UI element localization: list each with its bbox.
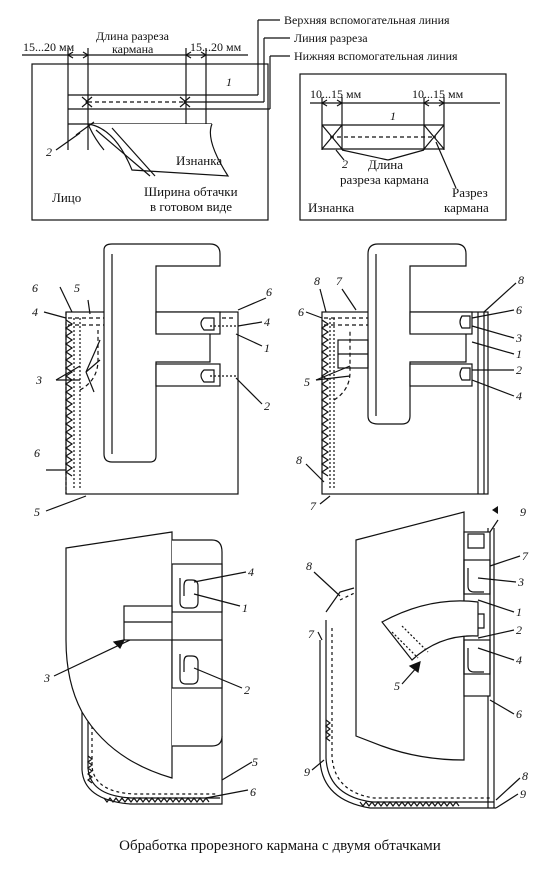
tl-dim-center-1: Длина разреза — [96, 29, 170, 43]
fa-n5a: 5 — [74, 281, 80, 295]
fb-n6b: 6 — [516, 303, 522, 317]
tr-len-2: разреза кармана — [340, 172, 429, 187]
fb-n8b: 8 — [296, 453, 302, 467]
fc-n4: 4 — [248, 565, 254, 579]
tl-dim-right: 15...20 мм — [190, 40, 242, 54]
tl-n1: 1 — [226, 75, 232, 89]
tl-label-face: Лицо — [52, 190, 81, 205]
figure-d — [311, 511, 521, 809]
fa-n6c: 6 — [266, 285, 272, 299]
fc-n6: 6 — [250, 785, 256, 799]
fb-n6a: 6 — [298, 305, 304, 319]
fc-n3: 3 — [43, 671, 50, 685]
fb-n7b: 7 — [310, 499, 317, 513]
fa-n6a: 6 — [32, 281, 38, 295]
fa-n5b: 5 — [34, 505, 40, 519]
tl-width-1: Ширина обтачки — [144, 184, 238, 199]
fd-n5: 5 — [394, 679, 400, 693]
fa-n4a: 4 — [32, 305, 38, 319]
fd-n3: 3 — [517, 575, 524, 589]
legend-lower: Нижняя вспомогательная линия — [294, 49, 458, 63]
legend-upper: Верхняя вспомогательная линия — [284, 13, 450, 27]
figure-caption: Обработка прорезного кармана с двумя обт… — [119, 838, 441, 854]
tl-width-2: в готовом виде — [150, 199, 232, 214]
fa-n1: 1 — [264, 341, 270, 355]
fb-n5: 5 — [304, 375, 310, 389]
fd-n6: 6 — [516, 707, 522, 721]
fc-n2: 2 — [244, 683, 250, 697]
fd-n2: 2 — [516, 623, 522, 637]
fd-n8b: 8 — [522, 769, 528, 783]
figure-b — [305, 243, 517, 505]
fd-n9c: 9 — [520, 787, 526, 801]
fd-n1: 1 — [516, 605, 522, 619]
fb-n8c: 8 — [518, 273, 524, 287]
tr-dim-right: 10...15 мм — [412, 87, 464, 101]
fd-n7a: 7 — [522, 549, 529, 563]
fd-n4: 4 — [516, 653, 522, 667]
tr-n1: 1 — [390, 109, 396, 123]
fb-n4: 4 — [516, 389, 522, 403]
tl-dim-center-2: кармана — [112, 42, 154, 56]
fa-n2: 2 — [264, 399, 270, 413]
fd-n7b: 7 — [308, 627, 315, 641]
fa-n4b: 4 — [264, 315, 270, 329]
small-mark-icon — [492, 506, 498, 514]
fb-n2: 2 — [516, 363, 522, 377]
fa-n6b: 6 — [34, 446, 40, 460]
fb-n8a: 8 — [314, 274, 320, 288]
tl-n2: 2 — [46, 145, 52, 159]
fd-n8a: 8 — [306, 559, 312, 573]
fc-n5: 5 — [252, 755, 258, 769]
tl-dim-left: 15...20 мм — [23, 40, 75, 54]
tl-label-izn: Изнанка — [176, 153, 222, 168]
tr-cut-1: Разрез — [452, 185, 488, 200]
top-left-panel — [22, 48, 269, 221]
tr-len-1: Длина — [368, 157, 403, 172]
tr-label-izn: Изнанка — [308, 200, 354, 215]
legend-cut: Линия разреза — [294, 31, 368, 45]
fb-n1: 1 — [516, 347, 522, 361]
tr-cut-2: кармана — [444, 200, 489, 215]
fc-n1: 1 — [242, 601, 248, 615]
fd-n9b: 9 — [304, 765, 310, 779]
fb-n3: 3 — [515, 331, 522, 345]
fb-n7a: 7 — [336, 274, 343, 288]
fa-n3: 3 — [35, 373, 42, 387]
figure-c — [53, 531, 253, 805]
figure-a — [43, 243, 267, 512]
tr-dim-left: 10...15 мм — [310, 87, 362, 101]
top-right-panel — [299, 73, 507, 221]
legend-leaders — [186, 19, 290, 110]
tr-n2: 2 — [342, 157, 348, 171]
fd-n9a: 9 — [520, 505, 526, 519]
